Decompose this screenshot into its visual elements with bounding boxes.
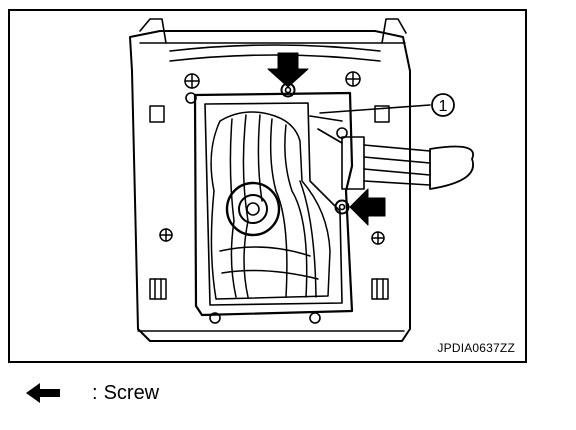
legend-text: Screw	[103, 381, 160, 404]
bezel-plate-inner	[204, 102, 343, 306]
top-right-tab	[381, 18, 407, 44]
console-illustration: 1	[129, 18, 474, 342]
figure-frame: 1 JPDIA0637ZZ	[8, 9, 527, 363]
right-side-clips	[345, 71, 390, 300]
left-side-clips	[149, 73, 200, 300]
console-panel-outline	[129, 30, 411, 342]
console-panel-inner-edge	[137, 42, 406, 332]
shift-boot	[210, 111, 331, 300]
harness-connector	[309, 115, 474, 190]
legend-separator: :	[92, 381, 98, 404]
screw-right	[334, 199, 350, 215]
callout-leader	[319, 104, 431, 114]
figure-code: JPDIA0637ZZ	[437, 341, 515, 355]
callout-circle	[431, 93, 455, 117]
top-left-tab	[139, 18, 167, 44]
screw-arrow-top	[267, 52, 309, 88]
shift-lever	[225, 181, 281, 237]
callout-label: 1	[439, 98, 448, 115]
screw-minor	[185, 92, 348, 324]
left-arrow-icon	[26, 383, 60, 403]
bezel-plate	[193, 91, 354, 317]
top-rail	[169, 44, 381, 62]
screw-arrow-right	[349, 188, 386, 226]
legend: : Screw	[26, 378, 159, 408]
